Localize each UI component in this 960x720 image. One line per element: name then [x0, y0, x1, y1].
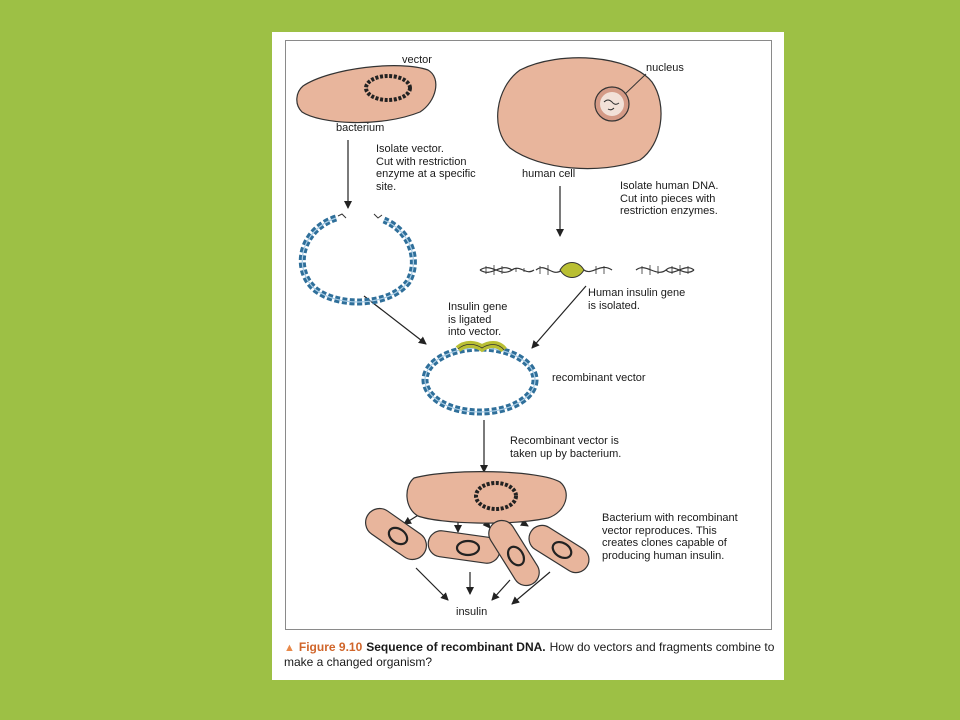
- figure-number: Figure 9.10: [298, 640, 363, 654]
- figure-title: Sequence of recombinant DNA.: [366, 640, 546, 654]
- dna-fragment-left: [479, 265, 535, 275]
- human-cell-shape: [497, 57, 662, 170]
- host-bacterium: [406, 471, 567, 524]
- recombinant-vector-dna: [421, 340, 539, 416]
- dna-fragment-right: [635, 265, 695, 275]
- label-bacterium-reproduces: Bacterium with recombinant vector reprod…: [602, 512, 738, 562]
- caption-triangle-icon: ▲: [284, 642, 295, 654]
- clone-bacterium-4: [528, 524, 590, 574]
- label-human-cell: human cell: [522, 168, 576, 180]
- label-human-insulin-gene: Human insulin gene is isolated.: [588, 287, 686, 312]
- nucleus-pointer: [624, 73, 647, 95]
- vector-plasmid: [364, 74, 412, 102]
- clone-bacterium-1: [365, 507, 427, 561]
- label-recombinant-taken-up: Recombinant vector is taken up by bacter…: [510, 435, 622, 460]
- label-bacterium: bacterium: [336, 122, 385, 134]
- figure-frame: [285, 40, 772, 630]
- label-nucleus: nucleus: [646, 62, 684, 74]
- label-recombinant-vector: recombinant vector: [552, 372, 646, 384]
- label-isolate-vector: Isolate vector. Cut with restriction enz…: [376, 143, 476, 193]
- label-vector: vector: [402, 54, 432, 66]
- label-insulin-gene-ligated: Insulin gene is ligated into vector.: [448, 301, 508, 338]
- insulin-gene-fragment: [535, 262, 613, 278]
- clone-bacterium-3: [488, 519, 540, 587]
- figure-question: How do vectors and fragments combine to …: [284, 640, 775, 669]
- cut-vector-dna: [298, 213, 417, 306]
- nucleus-shape: [594, 86, 630, 122]
- label-isolate-human-dna: Isolate human DNA. Cut into pieces with …: [620, 180, 719, 217]
- label-insulin: insulin: [456, 606, 488, 618]
